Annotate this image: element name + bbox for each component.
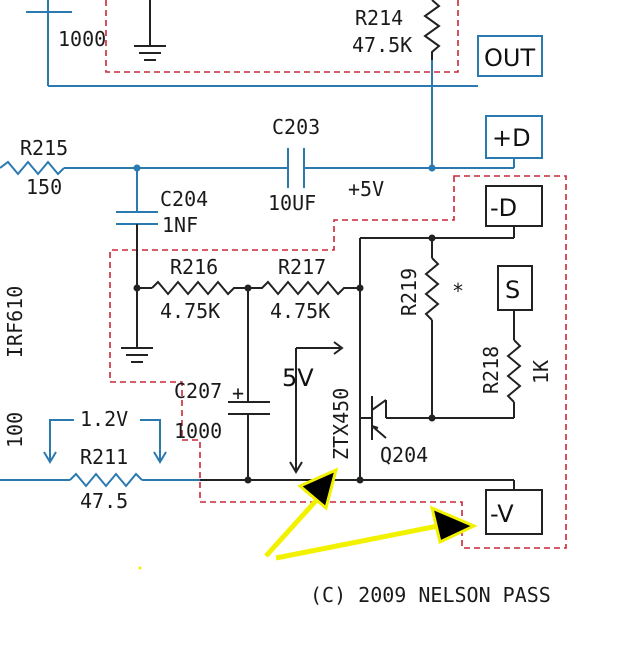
r218-value: 1K [529,360,553,384]
r218-name: R218 [479,346,503,394]
v12-label: 1.2V [80,407,128,431]
r215-value: 150 [26,175,62,199]
r211-resistor [69,472,143,488]
top-dashed-box [105,0,459,73]
r216-value: 4.75K [160,299,220,323]
junction-r219-top [428,234,436,242]
q204-collector-leg [371,425,387,439]
five-v-arrowhead-down [289,461,303,474]
minus-d-terminal [485,185,543,227]
junction-c207-bottom [244,476,252,484]
minus-v-terminal [485,489,543,535]
junction-q204-bottom [356,476,364,484]
junction-r214 [428,164,436,172]
r219-name: R219 [397,268,421,316]
r216-resistor [151,280,248,296]
r215-name: R215 [20,136,68,160]
q204-emitter-leg [371,399,387,411]
c203-value: 10UF [268,191,316,215]
q204-label: Q204 [380,443,428,467]
yellow-annotation-arrows [138,467,478,570]
out-terminal [477,35,543,77]
left-100-label: 100 [3,412,27,448]
minus-d-terminal-label: -D [490,194,517,222]
copyright-text: (C) 2009 NELSON PASS [310,583,551,607]
r214-resistor [423,0,441,60]
five-v-arrowhead-right [333,341,344,355]
r217-resistor [248,280,360,296]
r218-resistor [506,339,522,403]
s-terminal [497,265,533,311]
c203-name: C203 [272,115,320,139]
v12-arrowhead-left [43,451,57,464]
q204-emitter-arrow [371,424,379,434]
ztx450-label: ZTX450 [329,388,353,460]
r219-resistor [424,257,440,321]
v12-arrowhead-right [153,451,167,464]
s-terminal-label: S [505,276,520,304]
r219-star: * [452,279,464,303]
plus-d-terminal-label: +D [492,124,531,152]
plus5v-label: +5V [348,177,384,201]
junction-r219-bottom [428,414,436,422]
c207-name: C207 [174,379,222,403]
r214-value: 47.5K [352,33,412,57]
c207-value: 1000 [174,419,222,443]
c204-name: C204 [160,187,208,211]
junction-r216-left [133,284,141,292]
r217-value: 4.75K [270,299,330,323]
irf610-label: IRF610 [3,286,27,358]
v12-bracket-right [140,419,161,460]
out-terminal-label: OUT [484,44,535,72]
r216-name: R216 [170,255,218,279]
five-v-label: 5V [282,364,314,392]
main-dashed-box [109,175,567,549]
top-cap-value: 1000 [58,27,106,51]
r217-name: R217 [278,255,326,279]
ground-symbol-middle [121,347,153,363]
v12-bracket-left [49,419,74,460]
r211-name: R211 [80,445,128,469]
minus-v-terminal-label: -V [490,500,514,528]
r215-resistor [0,160,65,176]
plus-d-terminal [485,115,543,159]
r211-value: 47.5 [80,489,128,513]
c204-value: 1NF [162,213,198,237]
c207-plus: + [232,381,244,405]
ground-symbol-top [134,0,166,61]
r214-name: R214 [355,6,403,30]
